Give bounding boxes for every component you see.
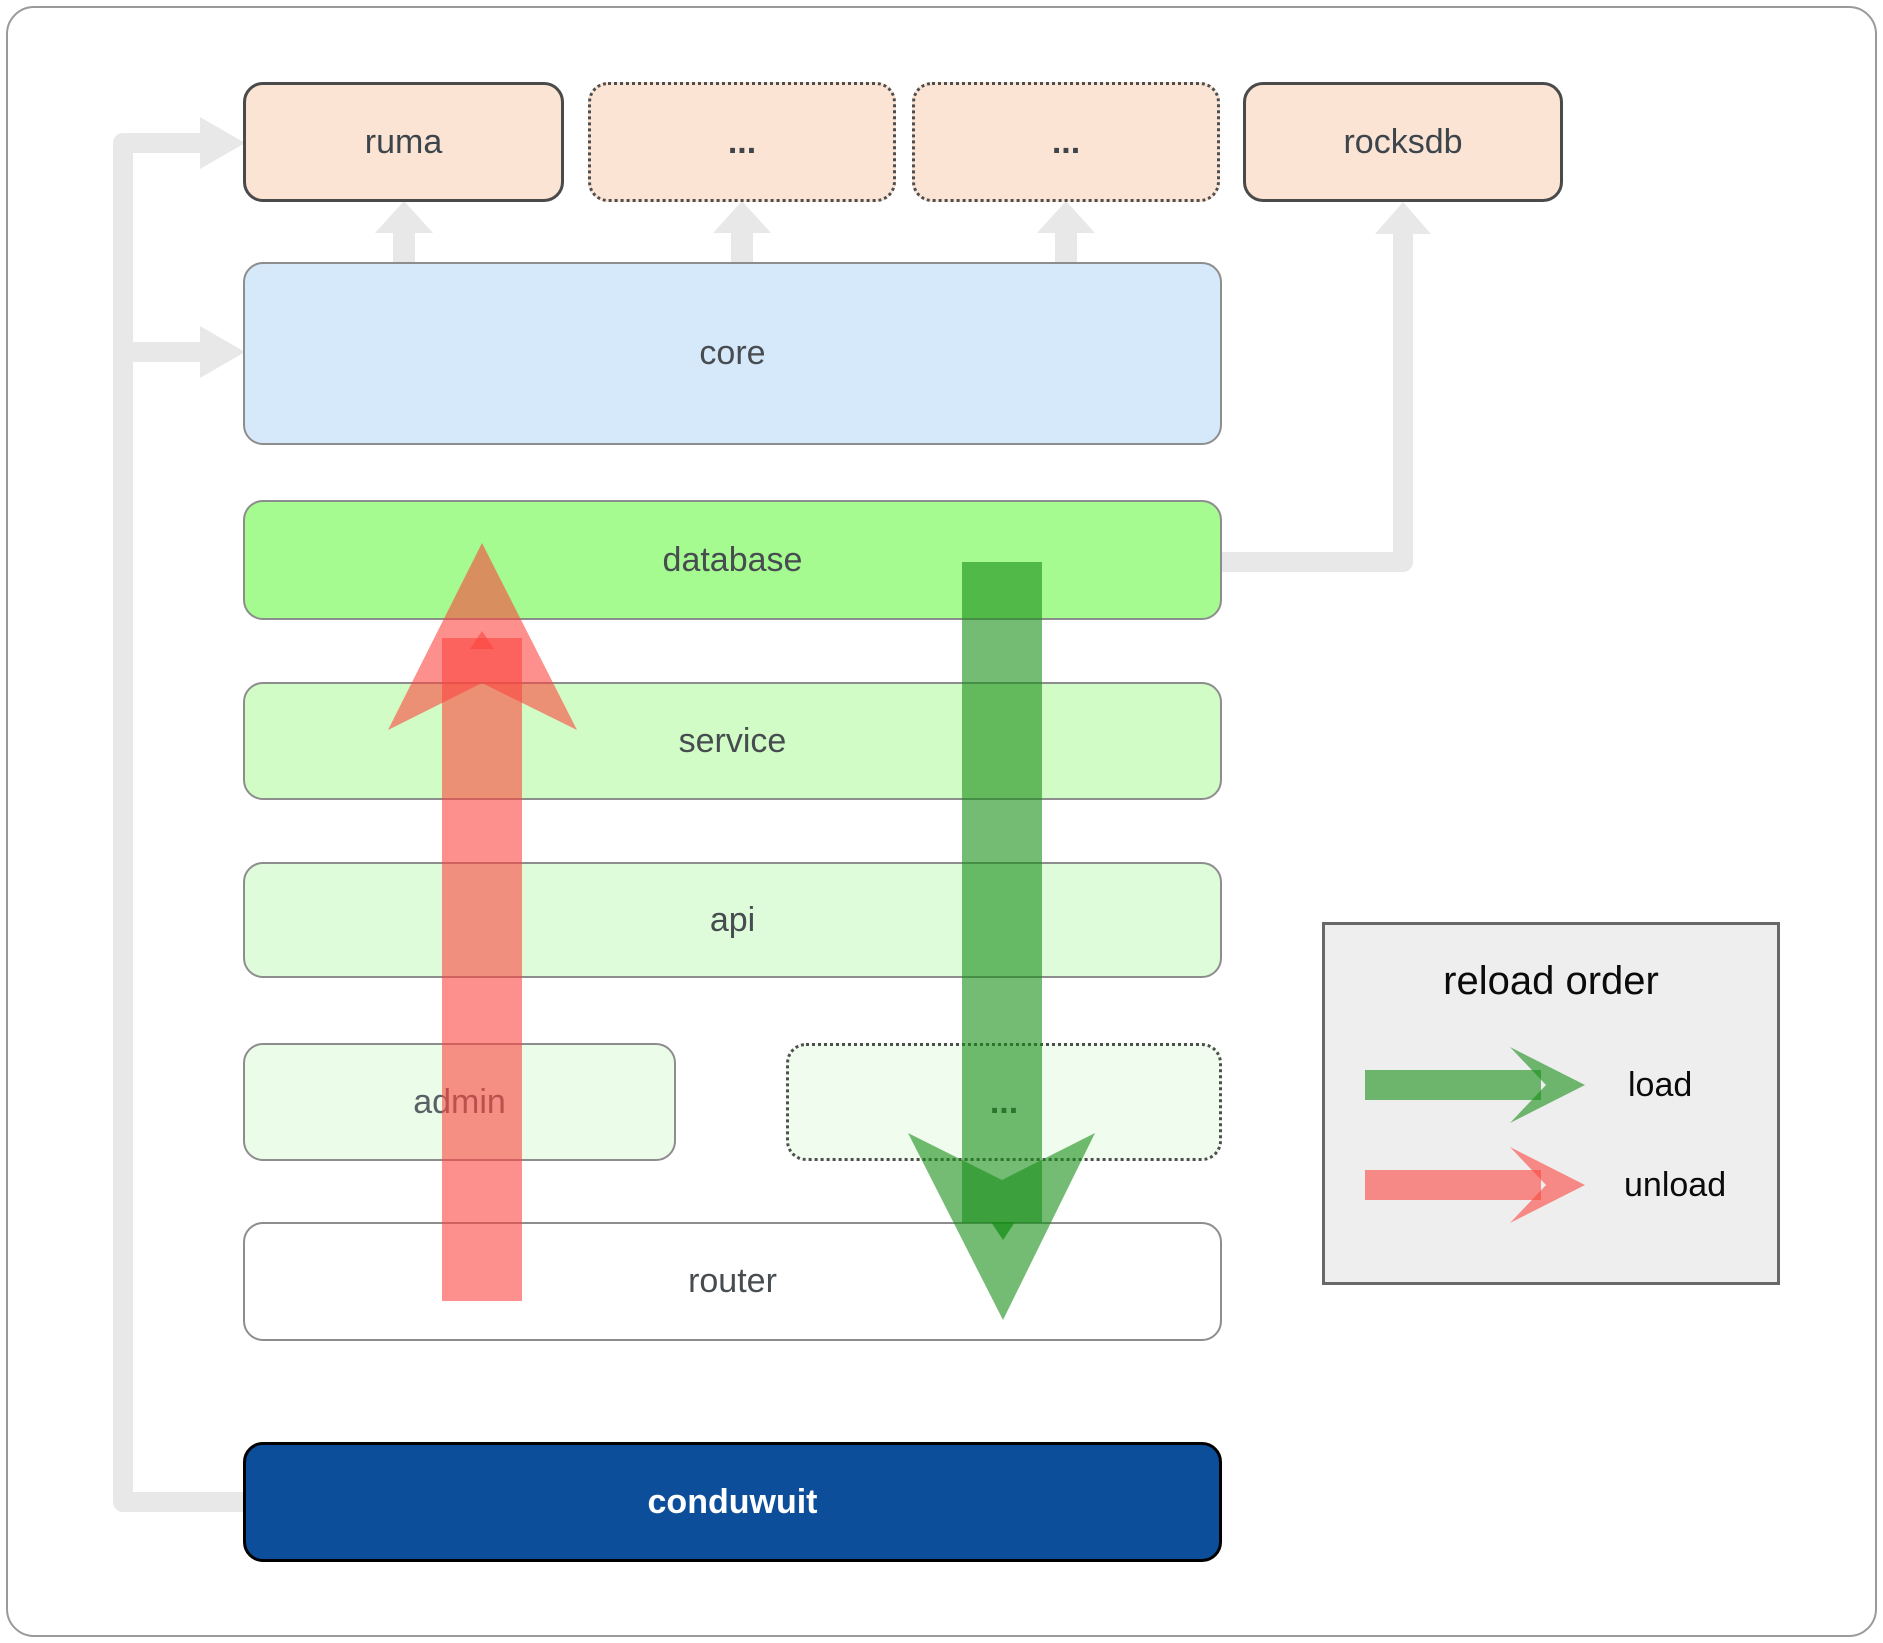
node-conduwuit-label: conduwuit: [647, 1482, 818, 1521]
node-api-label: api: [709, 900, 756, 939]
diagram-outer-frame: [6, 6, 1877, 1637]
node-api: api: [243, 862, 1222, 978]
legend-unload-head: [1510, 1147, 1585, 1223]
node-services-more: ...: [786, 1043, 1222, 1161]
node-deps-more-1: ...: [588, 82, 896, 202]
node-router-label: router: [688, 1262, 777, 1300]
node-service: service: [243, 682, 1222, 800]
node-ruma-label: ruma: [364, 122, 443, 161]
node-core: core: [243, 262, 1222, 445]
node-rocksdb: rocksdb: [1243, 82, 1563, 202]
node-service-label: service: [678, 721, 787, 760]
node-database-label: database: [662, 540, 803, 579]
node-admin-label: admin: [413, 1082, 506, 1121]
node-conduwuit: conduwuit: [243, 1442, 1222, 1562]
legend-load-shaft: [1365, 1070, 1541, 1100]
node-deps-more-1-label: ...: [727, 122, 757, 161]
legend-load-head: [1510, 1047, 1585, 1123]
legend-load-arrow-icon: [1365, 1047, 1585, 1123]
node-router: router: [243, 1222, 1222, 1341]
legend-title: reload order: [1443, 959, 1659, 1003]
node-deps-more-2-label: ...: [1051, 122, 1081, 161]
node-ruma: ruma: [243, 82, 564, 202]
node-database: database: [243, 500, 1222, 620]
legend-unload-label: unload: [1624, 1166, 1727, 1204]
node-deps-more-2: ...: [912, 82, 1220, 202]
node-services-more-label: ...: [989, 1082, 1019, 1121]
node-admin: admin: [243, 1043, 676, 1161]
legend: reload order load unload: [1322, 922, 1780, 1285]
node-core-label: core: [699, 334, 766, 372]
node-rocksdb-label: rocksdb: [1343, 122, 1463, 161]
legend-unload-shaft: [1365, 1170, 1541, 1200]
legend-unload-arrow-icon: [1365, 1147, 1585, 1223]
legend-load-label: load: [1628, 1066, 1693, 1104]
